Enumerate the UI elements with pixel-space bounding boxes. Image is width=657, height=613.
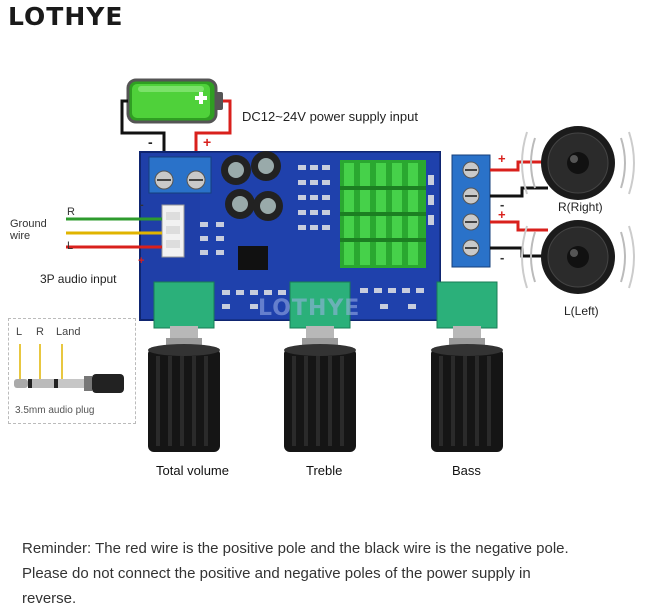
plug-r-label: R <box>36 326 44 338</box>
treble-knob <box>284 344 356 452</box>
audio-minus-label: - <box>140 199 144 211</box>
reminder-text: Reminder: The red wire is the positive p… <box>22 540 569 607</box>
plug-caption: 3.5mm audio plug <box>15 405 95 416</box>
left-speaker-label: L(Left) <box>564 304 599 318</box>
speaker-minus-left: - <box>500 250 505 265</box>
power-input-label: DC12~24V power supply input <box>242 109 418 124</box>
potentiometer-treble <box>289 281 351 348</box>
speaker-terminal <box>451 154 491 268</box>
capacitors <box>221 151 283 221</box>
plug-l-label: L <box>16 326 23 338</box>
battery-minus-label: - <box>148 134 153 150</box>
potentiometer-bass <box>436 281 498 348</box>
volume-knob-label: Total volume <box>156 463 229 478</box>
battery-plus-label: + <box>203 134 212 150</box>
plug-land-label: Land <box>56 326 81 338</box>
power-terminal <box>148 156 212 194</box>
brand-logo: LOTHYE <box>8 2 124 31</box>
speaker-plus-right: + <box>498 151 506 166</box>
speaker-minus-right: - <box>500 197 505 212</box>
volume-knob <box>148 344 220 452</box>
heatsink <box>340 160 426 268</box>
battery-icon <box>126 78 223 124</box>
ground-wire-label: Ground wire <box>10 218 47 242</box>
board-watermark: LOTHYE <box>258 296 361 321</box>
speaker-plus-left: + <box>498 207 506 222</box>
bass-knob-label: Bass <box>452 463 481 478</box>
right-speaker-icon <box>521 126 635 200</box>
right-speaker-label: R(Right) <box>558 200 603 214</box>
potentiometer-volume <box>153 281 215 348</box>
l-channel-label: L <box>67 240 74 252</box>
ic-chip <box>238 246 268 270</box>
bass-knob <box>431 344 503 452</box>
r-channel-label: R <box>67 206 75 218</box>
audio-plug-icon <box>14 344 124 393</box>
audio-plus-label: + <box>138 255 145 267</box>
audio-input-connector <box>161 204 185 258</box>
audio-input-label: 3P audio input <box>40 272 117 286</box>
audio-plug-box <box>8 318 136 424</box>
treble-knob-label: Treble <box>306 463 343 478</box>
left-speaker-icon <box>521 220 635 294</box>
